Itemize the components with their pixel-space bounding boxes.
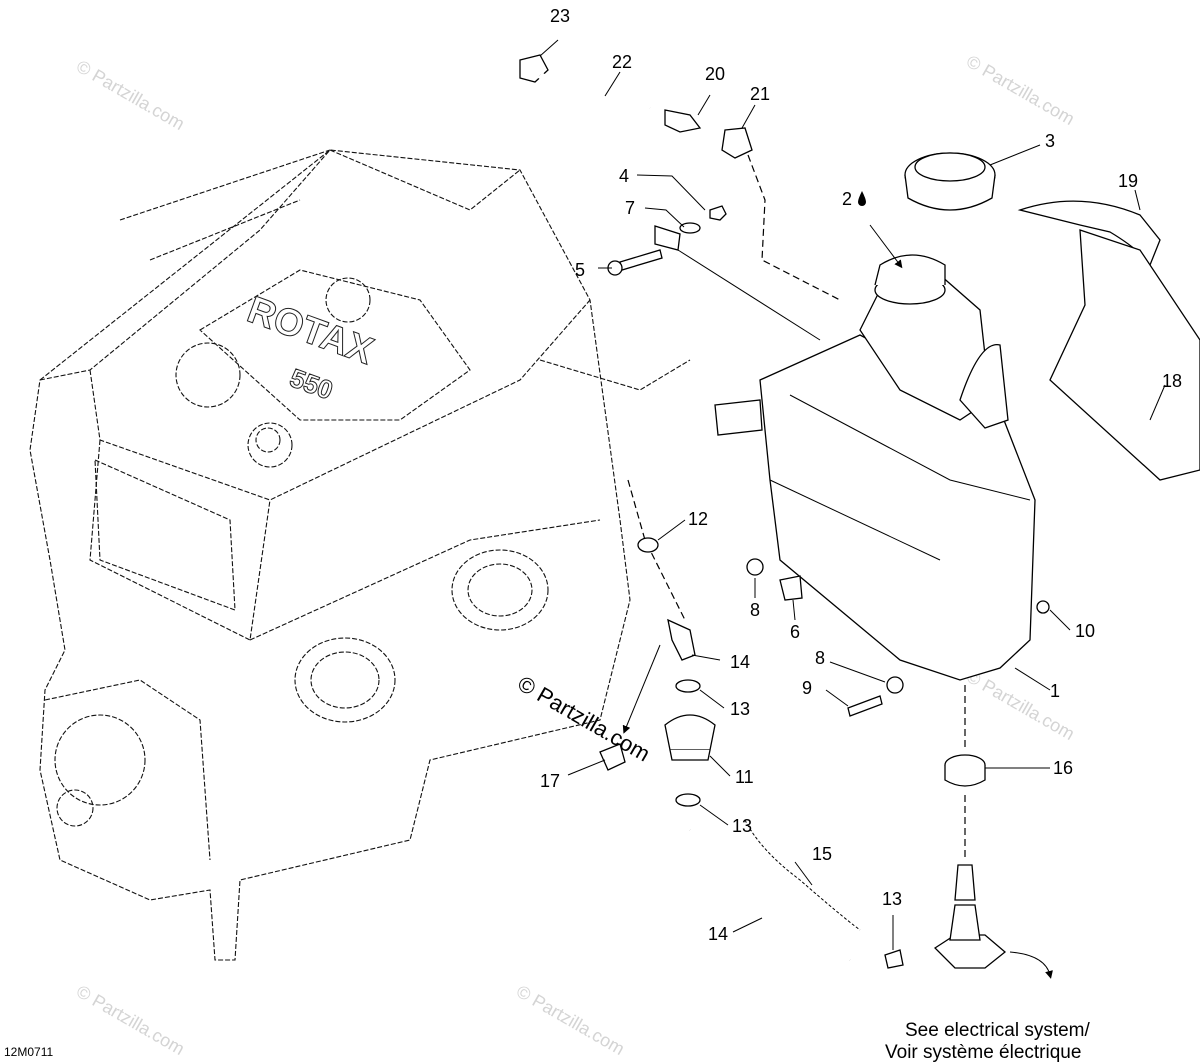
- oil-marker-number: 2: [842, 189, 852, 209]
- callout-8: 8: [750, 600, 760, 620]
- callout-13: 13: [882, 889, 902, 909]
- callout-22: 22: [612, 52, 632, 72]
- watermark: © Partzilla.com: [963, 51, 1078, 129]
- callout-10: 10: [1075, 621, 1095, 641]
- note-line-1: See electrical system/: [905, 1020, 1091, 1041]
- lower-assembly: [599, 479, 1053, 979]
- callout-14: 14: [708, 924, 728, 944]
- electrical-note: See electrical system/ Voir système élec…: [885, 1020, 1091, 1063]
- engine-illustration: ROTAX 550: [29, 149, 691, 961]
- oil-marker: 2: [842, 189, 866, 209]
- callout-14: 14: [730, 652, 750, 672]
- engine-brand-label: ROTAX: [242, 289, 379, 373]
- oil-drop-icon: [858, 191, 866, 206]
- watermark: © Partzilla.com: [73, 981, 188, 1059]
- drawing-code: 12M0711: [4, 1045, 53, 1059]
- engine-model-label: 550: [286, 362, 337, 405]
- callout-18: 18: [1162, 371, 1182, 391]
- note-line-2: Voir système électrique: [885, 1042, 1081, 1063]
- callout-20: 20: [705, 64, 725, 84]
- callout-17: 17: [540, 771, 560, 791]
- leader-arrows: [622, 224, 903, 734]
- callout-8: 8: [815, 648, 825, 668]
- callout-leaders: [539, 39, 1166, 950]
- callout-1: 1: [1050, 681, 1060, 701]
- cap-part: [904, 152, 996, 211]
- callout-23: 23: [550, 6, 570, 26]
- callout-19: 19: [1118, 171, 1138, 191]
- watermark-center: © Partzilla.com: [514, 671, 655, 767]
- callout-13: 13: [732, 816, 752, 836]
- callout-5: 5: [575, 260, 585, 280]
- watermark: © Partzilla.com: [73, 56, 188, 134]
- callout-12: 12: [688, 509, 708, 529]
- callout-15: 15: [812, 844, 832, 864]
- callout-9: 9: [802, 678, 812, 698]
- hardware-small: [607, 205, 1050, 717]
- parts-top: [519, 54, 841, 301]
- parts-18-19: [1017, 200, 1200, 481]
- callout-4: 4: [619, 166, 629, 186]
- callout-13: 13: [730, 699, 750, 719]
- callout-7: 7: [625, 198, 635, 218]
- callout-21: 21: [750, 84, 770, 104]
- callout-labels: 1 3 4 5 6 7 8 8 9 10 11 12 13 13 13 14 1…: [540, 6, 1182, 944]
- callout-16: 16: [1053, 758, 1073, 778]
- callout-6: 6: [790, 622, 800, 642]
- callout-11: 11: [735, 767, 754, 787]
- watermark: © Partzilla.com: [513, 981, 628, 1059]
- callout-3: 3: [1045, 131, 1055, 151]
- watermark: © Partzilla.com: [963, 666, 1078, 744]
- oil-tank: [714, 254, 1036, 681]
